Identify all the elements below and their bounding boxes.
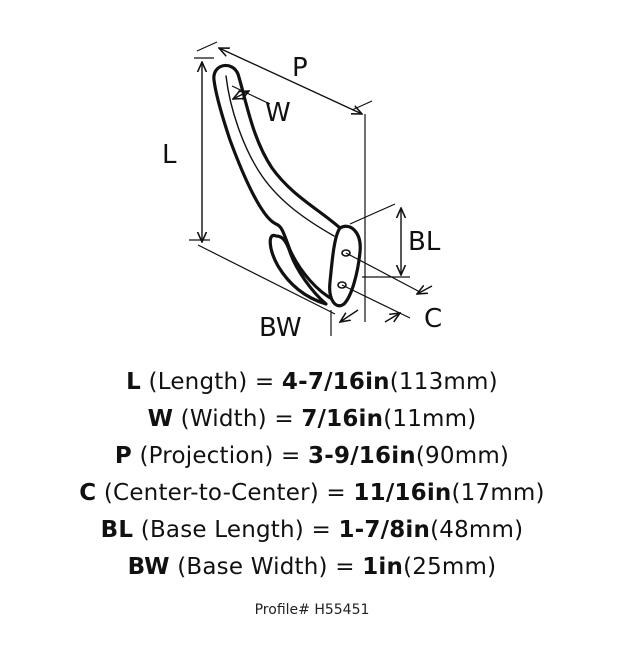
dimension-p: P [196,41,373,322]
spec-center-to-center: C (Center-to-Center) = 11/16in(17mm) [79,480,545,506]
label-bl: BL [408,227,441,257]
spec-projection: P (Projection) = 3-9/16in(90mm) [114,443,510,469]
label-l: L [162,140,177,170]
profile-number: Profile# H55451 [254,602,370,618]
dimension-w: W [232,85,291,128]
label-c: C [424,304,442,334]
spec-length: L (Length) = 4-7/16in(113mm) [126,369,498,395]
hook-dimension-drawing: P L W BL C BW [162,41,442,343]
label-p: P [292,53,308,83]
dimension-c: C [341,252,442,334]
dimension-l: L [162,57,214,242]
dimension-bl: BL [349,203,441,278]
hook-base-plate [328,224,362,308]
label-bw: BW [259,313,302,343]
label-w: W [265,98,291,128]
specifications-list: L (Length) = 4-7/16in(113mm) W (Width) =… [0,364,624,586]
hook-lower-curl [268,233,328,306]
spec-base-width: BW (Base Width) = 1in(25mm) [127,554,497,580]
spec-base-length: BL (Base Length) = 1-7/8in(48mm) [100,517,524,543]
spec-width: W (Width) = 7/16in(11mm) [147,406,477,432]
dimension-bw: BW [197,244,359,343]
